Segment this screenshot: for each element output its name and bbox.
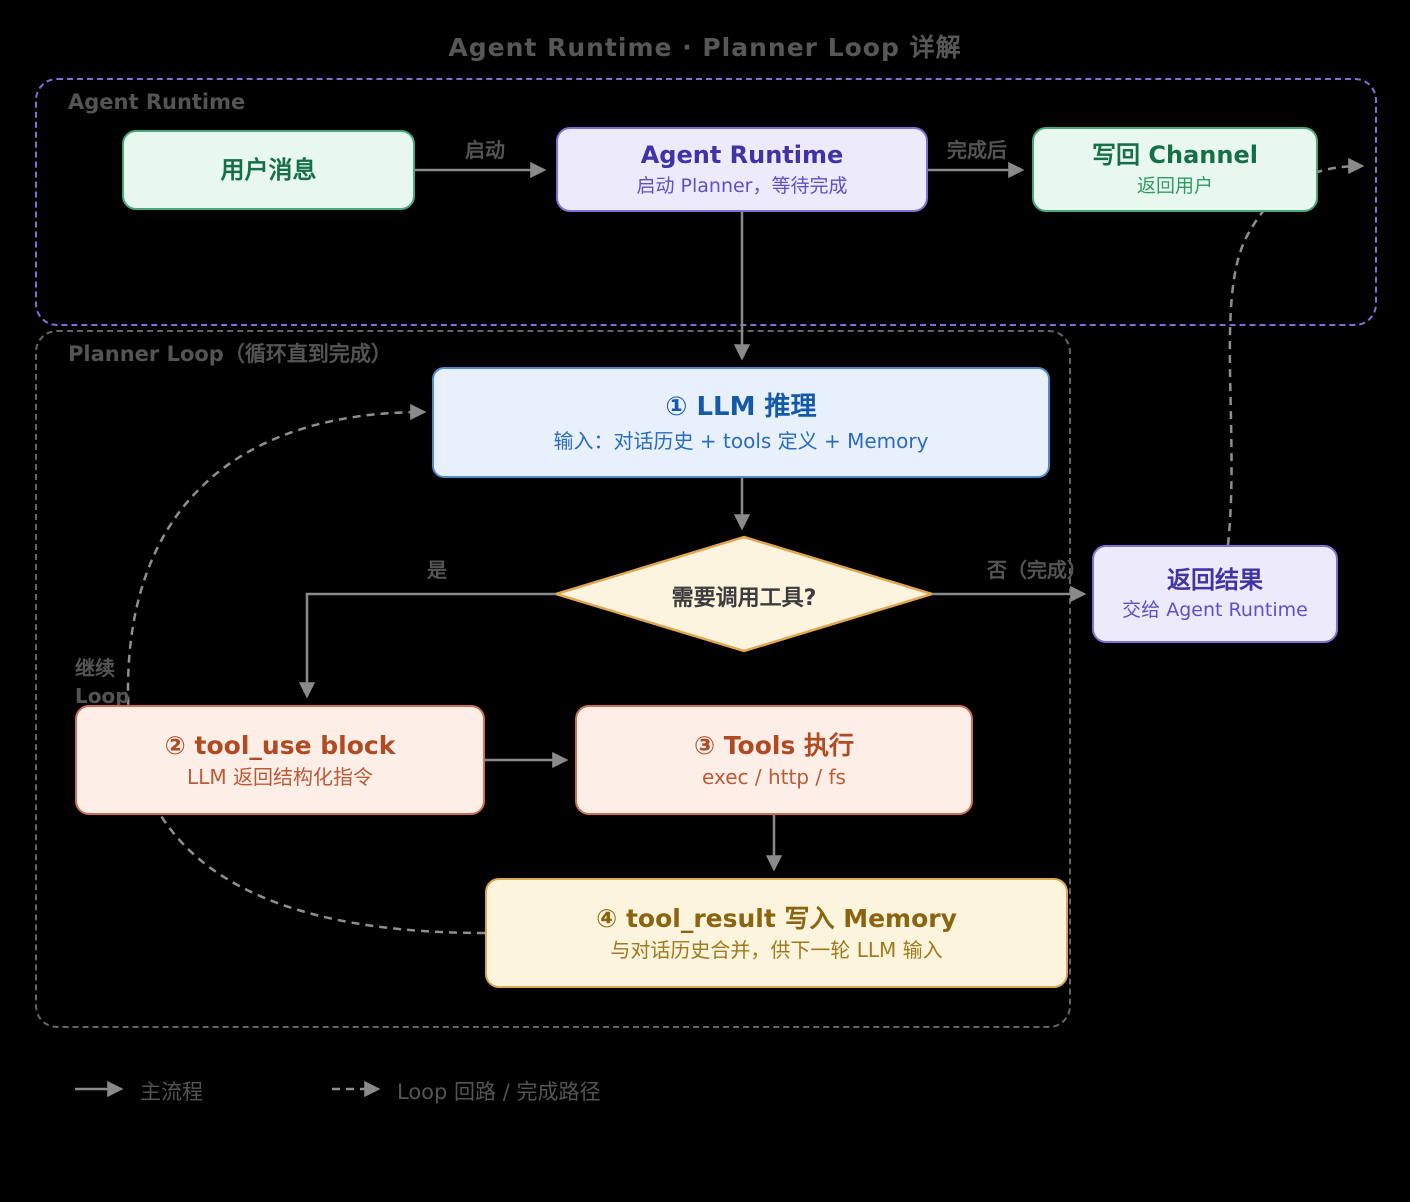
agent-runtime-group (35, 78, 1377, 326)
return-result-subtitle: 交给 Agent Runtime (1122, 599, 1308, 622)
tool-result-memory-node: ④ tool_result 写入 Memory 与对话历史合并，供下一轮 LLM… (485, 878, 1068, 988)
tool-use-block-title: ② tool_use block (164, 730, 396, 760)
yes-edge-label: 是 (427, 558, 447, 582)
start-edge-label: 启动 (465, 138, 505, 162)
decision-node-label: 需要调用工具? (671, 586, 817, 611)
tools-exec-title: ③ Tools 执行 (693, 730, 855, 760)
write-back-channel-node: 写回 Channel 返回用户 (1032, 127, 1318, 212)
llm-reasoning-node: ① LLM 推理 输入：对话历史 + tools 定义 + Memory (432, 367, 1050, 478)
user-message-title: 用户消息 (220, 155, 317, 184)
write-back-channel-title: 写回 Channel (1092, 141, 1258, 170)
continue-loop-label-line1: 继续 (75, 656, 115, 680)
llm-reasoning-title: ① LLM 推理 (665, 392, 817, 423)
legend-main-flow-label: 主流程 (140, 1080, 203, 1104)
agent-runtime-group-label: Agent Runtime (68, 90, 246, 114)
legend-loop-path-label: Loop 回路 / 完成路径 (397, 1080, 601, 1104)
tool-use-block-node: ② tool_use block LLM 返回结构化指令 (75, 705, 485, 815)
agent-runtime-subtitle: 启动 Planner，等待完成 (636, 174, 848, 197)
agent-runtime-node: Agent Runtime 启动 Planner，等待完成 (556, 127, 928, 212)
tools-exec-node: ③ Tools 执行 exec / http / fs (575, 705, 973, 815)
tool-result-memory-title: ④ tool_result 写入 Memory (596, 903, 957, 933)
llm-reasoning-subtitle: 输入：对话历史 + tools 定义 + Memory (553, 428, 929, 453)
user-message-node: 用户消息 (122, 130, 415, 210)
tools-exec-subtitle: exec / http / fs (702, 765, 846, 790)
continue-loop-label-line2: Loop (75, 684, 130, 708)
return-result-title: 返回结果 (1167, 565, 1263, 594)
planner-loop-group-label: Planner Loop（循环直到完成） (68, 342, 392, 366)
page-title: Agent Runtime · Planner Loop 详解 (448, 33, 962, 62)
tool-use-block-subtitle: LLM 返回结构化指令 (187, 765, 373, 790)
tool-result-memory-subtitle: 与对话历史合并，供下一轮 LLM 输入 (610, 938, 943, 963)
return-result-node: 返回结果 交给 Agent Runtime (1092, 545, 1338, 643)
done-edge-label: 完成后 (947, 138, 1007, 162)
planner-loop-group (35, 330, 1071, 1028)
write-back-channel-subtitle: 返回用户 (1136, 174, 1213, 197)
no-edge-label: 否（完成） (987, 558, 1087, 582)
agent-runtime-title: Agent Runtime (640, 141, 844, 170)
continue-loop-label: 继续 Loop (75, 654, 145, 710)
